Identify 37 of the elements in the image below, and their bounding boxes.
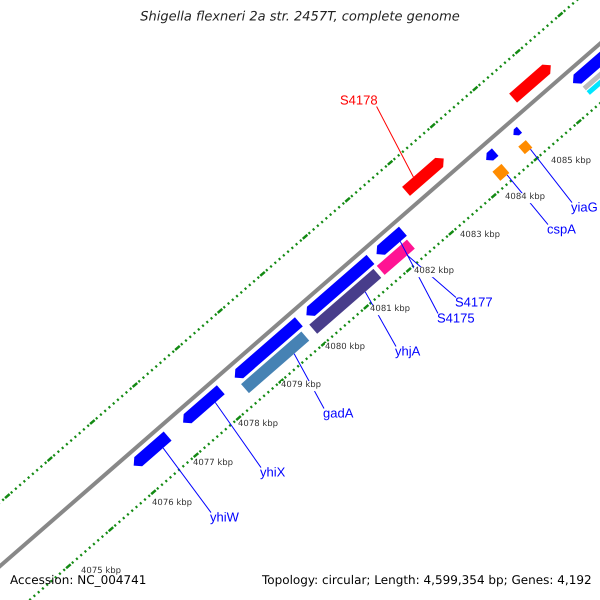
genome-info-text: Topology: circular; Length: 4,599,354 bp; Genes: 4,192: [262, 574, 592, 588]
accession-text: Accession: NC_004741: [10, 574, 146, 588]
scale-label: 4077 kbp: [193, 459, 234, 469]
scale-label: 4081 kbp: [370, 305, 410, 315]
gene-feature: [486, 148, 498, 160]
scale-label: 4076 kbp: [152, 499, 192, 509]
scale-label: 4079 kbp: [281, 381, 322, 391]
gene-feature: [509, 64, 551, 103]
gene-label: yiaG: [571, 200, 598, 216]
gene-label: yhiW: [210, 510, 239, 526]
gene-label: yhjA: [395, 344, 420, 360]
gene-feature: [234, 317, 303, 378]
gene-feature: [134, 432, 172, 466]
leader-line: [214, 402, 262, 468]
leader-line: [400, 240, 438, 314]
gene-feature: [492, 164, 510, 181]
gene-label: yhiX: [260, 466, 286, 480]
gene-feature: [183, 385, 225, 424]
scale-label: 4085 kbp: [551, 157, 592, 167]
leader-line: [162, 447, 212, 514]
gene-label: cspA: [547, 222, 576, 238]
gene-label: S4175: [437, 312, 475, 326]
gene-feature: [513, 126, 522, 136]
scale-label: 4078 kbp: [238, 420, 278, 430]
gene-feature: [402, 158, 444, 196]
scale-label: 4083 kbp: [460, 231, 500, 241]
gene-label: gadA: [323, 406, 354, 422]
title: Shigella flexneri 2a str. 2457T, complete genome: [140, 10, 460, 26]
gene-label: S4178: [340, 94, 378, 108]
scale-label: 4080 kbp: [325, 343, 366, 353]
scale-label: 4082 kbp: [414, 267, 454, 277]
gene-label: S4177: [455, 296, 493, 310]
gene-feature: [376, 240, 415, 275]
leader-line: [376, 106, 414, 178]
gene-feature: [518, 140, 532, 154]
gene-feature: [376, 226, 407, 255]
scale-label: 4084 kbp: [505, 193, 546, 203]
